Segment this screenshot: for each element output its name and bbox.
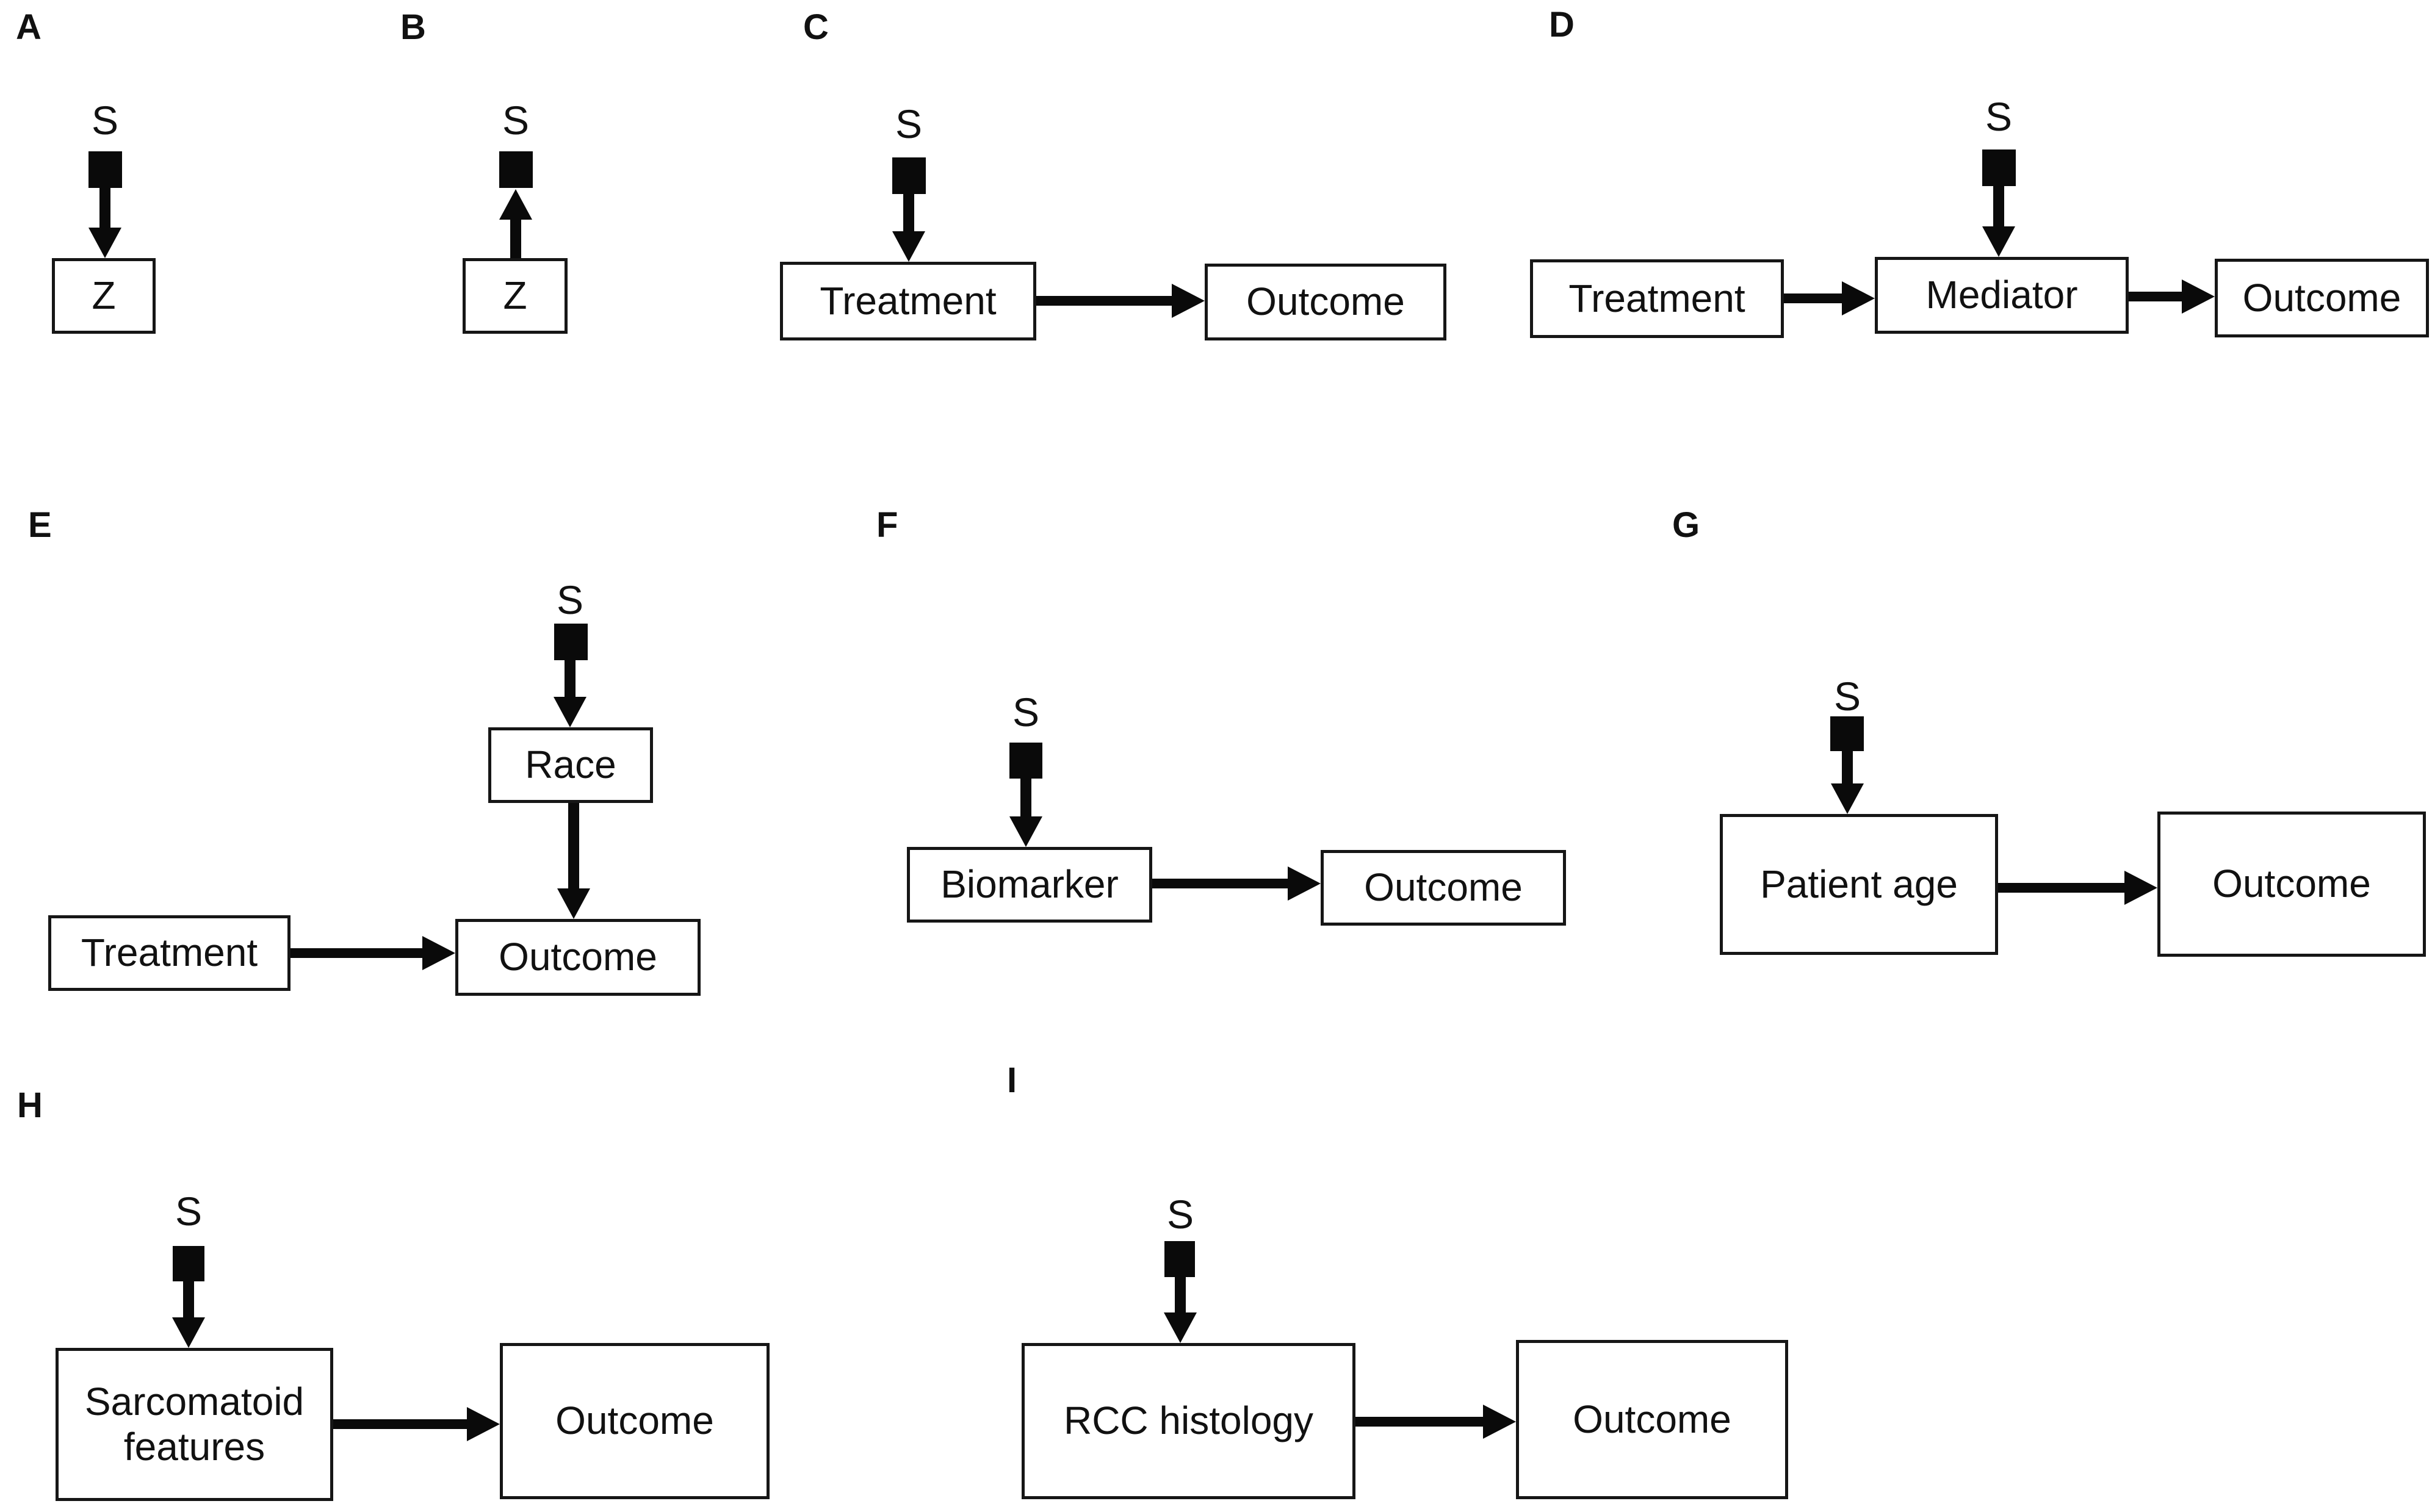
arrow-up-shaft	[510, 217, 521, 258]
arrow-right-shaft	[1355, 1417, 1485, 1427]
node-outcome: Outcome	[455, 919, 701, 996]
arrow-right-head	[1842, 281, 1875, 315]
arrow-right-shaft	[1152, 879, 1290, 888]
panel-g-label: G	[1672, 505, 1700, 545]
panel-d-label: D	[1549, 5, 1575, 45]
arrow-down-head	[892, 231, 925, 262]
selection-node-s-square	[499, 151, 533, 188]
arrow-down-shaft	[1175, 1277, 1186, 1315]
arrow-down-head	[1009, 816, 1042, 847]
selection-node-s-label: S	[1166, 1192, 1194, 1237]
arrow-right-shaft	[1036, 296, 1174, 306]
selection-node-s-label: S	[502, 98, 530, 143]
panel-e-label: E	[28, 505, 52, 545]
node-outcome: Outcome	[1516, 1340, 1788, 1499]
arrow-right-head	[1483, 1405, 1516, 1439]
node-z: Z	[463, 258, 568, 334]
arrow-right-head	[1288, 866, 1321, 901]
node-mediator: Mediator	[1875, 257, 2129, 334]
arrow-down-shaft	[903, 194, 914, 234]
selection-node-s-label: S	[556, 577, 584, 622]
node-patient-age: Patient age	[1720, 814, 1998, 955]
selection-node-s-square	[892, 157, 926, 194]
arrow-down-shaft	[1020, 779, 1031, 819]
node-outcome: Outcome	[1205, 264, 1446, 340]
node-biomarker: Biomarker	[907, 847, 1152, 923]
node-outcome: Outcome	[500, 1343, 770, 1499]
selection-node-s-label: S	[1833, 674, 1861, 719]
arrow-right-head	[2182, 279, 2215, 314]
panel-c-label: C	[803, 7, 829, 47]
arrow-down-head	[1982, 226, 2015, 257]
panel-f-label: F	[876, 505, 898, 545]
node-sarcomatoid-features: Sarcomatoid features	[56, 1348, 333, 1501]
arrow-right-shaft	[1998, 883, 2127, 893]
selection-node-s-square	[173, 1246, 204, 1281]
selection-node-s-label: S	[895, 101, 923, 146]
node-outcome: Outcome	[1321, 850, 1566, 926]
arrow-right-shaft	[1784, 293, 1844, 303]
arrow-down-head	[88, 228, 121, 258]
arrow-down-shaft	[99, 188, 110, 230]
node-z: Z	[52, 258, 156, 334]
arrow-down-shaft	[1842, 751, 1853, 786]
node-treatment: Treatment	[780, 262, 1036, 340]
selection-node-s-label: S	[1985, 94, 2013, 139]
arrow-down-head	[1164, 1312, 1197, 1343]
arrow-right-shaft	[290, 948, 425, 958]
selection-node-s-square	[88, 151, 122, 188]
panel-i-label: I	[1007, 1060, 1017, 1100]
selection-node-s-label: S	[1012, 689, 1040, 735]
arrow-right-head	[2124, 871, 2157, 905]
arrow-down-head	[172, 1317, 205, 1348]
panel-a-label: A	[16, 7, 41, 47]
node-treatment: Treatment	[48, 915, 290, 991]
arrow-up-head	[499, 189, 532, 220]
node-treatment: Treatment	[1530, 259, 1784, 338]
node-race: Race	[488, 727, 653, 803]
panel-h-label: H	[17, 1085, 43, 1125]
arrow-down-shaft	[568, 803, 579, 891]
arrow-right-shaft	[333, 1419, 469, 1429]
arrow-right-head	[1172, 284, 1205, 318]
arrow-right-head	[422, 936, 455, 970]
arrow-right-head	[467, 1407, 500, 1441]
arrow-down-shaft	[183, 1281, 194, 1320]
selection-node-s-square	[1164, 1241, 1195, 1277]
node-rcc-histology: RCC histology	[1022, 1343, 1355, 1499]
selection-node-s-square	[554, 624, 588, 660]
selection-node-s-square	[1009, 743, 1042, 779]
node-outcome: Outcome	[2215, 259, 2429, 337]
selection-node-s-label: S	[175, 1189, 203, 1234]
arrow-down-head	[557, 888, 590, 919]
selection-node-s-label: S	[91, 98, 119, 143]
node-outcome: Outcome	[2157, 812, 2426, 957]
arrow-down-head	[1831, 783, 1864, 814]
selection-node-s-square	[1830, 716, 1864, 751]
arrow-down-shaft	[565, 660, 576, 699]
arrow-down-head	[554, 697, 586, 727]
arrow-right-shaft	[2129, 292, 2184, 301]
arrow-down-shaft	[1993, 186, 2004, 229]
panel-b-label: B	[400, 7, 426, 47]
selection-node-s-square	[1982, 149, 2016, 186]
